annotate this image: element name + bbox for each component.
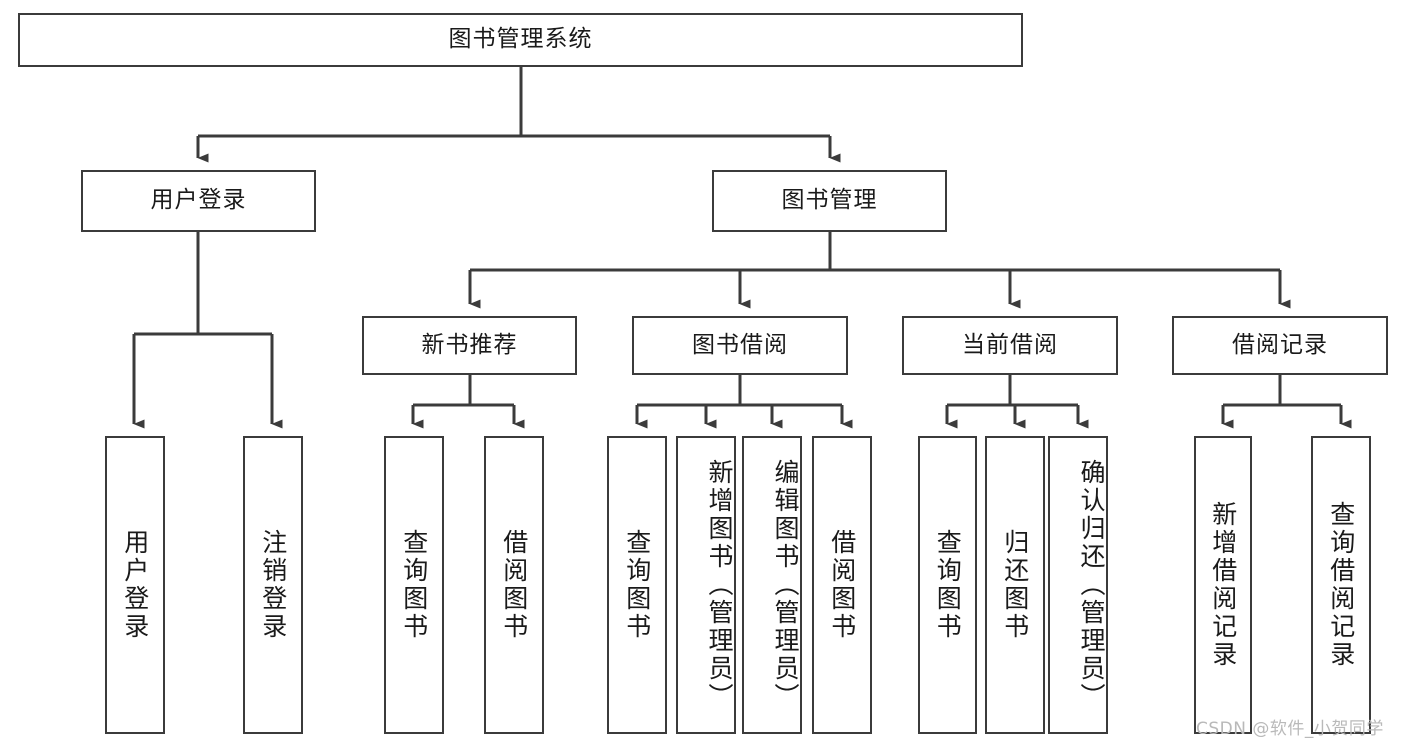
leaf-add-borrow-record[interactable]: 新增借阅记录 (1194, 436, 1252, 734)
node-new-book-recommend[interactable]: 新书推荐 (362, 316, 577, 375)
leaf-borrow-book-recommend[interactable]: 借阅图书 (484, 436, 544, 734)
node-label: 查询图书 (622, 529, 652, 641)
node-label: 借阅记录 (1232, 331, 1328, 358)
leaf-return-book[interactable]: 归还图书 (985, 436, 1045, 734)
leaf-query-borrow-record[interactable]: 查询借阅记录 (1311, 436, 1371, 734)
node-label: 图书管理 (781, 187, 878, 214)
node-label: 用户登录 (120, 529, 150, 641)
node-current-borrow[interactable]: 当前借阅 (902, 316, 1118, 375)
node-label: 借阅图书 (827, 529, 857, 641)
leaf-user-login[interactable]: 用户登录 (105, 436, 165, 734)
leaf-confirm-return-admin[interactable]: 确认归还（管理员） (1048, 436, 1108, 734)
leaf-edit-book-admin[interactable]: 编辑图书（管理员） (742, 436, 802, 734)
node-label: 新增借阅记录 (1208, 501, 1238, 669)
node-label: 查询借阅记录 (1326, 501, 1356, 669)
node-label: 确认归还（管理员） (1077, 459, 1106, 711)
leaf-add-book-admin[interactable]: 新增图书（管理员） (676, 436, 736, 734)
leaf-logout-login[interactable]: 注销登录 (243, 436, 303, 734)
node-label: 新书推荐 (421, 331, 518, 358)
node-label: 图书管理系统 (448, 26, 593, 53)
node-root-system[interactable]: 图书管理系统 (18, 13, 1023, 67)
node-label: 用户登录 (150, 187, 247, 214)
node-label: 查询图书 (933, 529, 963, 641)
node-label: 注销登录 (258, 529, 288, 641)
leaf-query-book-recommend[interactable]: 查询图书 (384, 436, 444, 734)
node-borrow-record[interactable]: 借阅记录 (1172, 316, 1388, 375)
leaf-query-book-borrow[interactable]: 查询图书 (607, 436, 667, 734)
csdn-watermark: CSDN @软件_小贺同学 (1196, 719, 1384, 739)
node-label: 编辑图书（管理员） (771, 459, 800, 711)
node-label: 归还图书 (1000, 529, 1030, 641)
leaf-query-book-current[interactable]: 查询图书 (918, 436, 977, 734)
node-user-login[interactable]: 用户登录 (81, 170, 316, 232)
node-label: 查询图书 (399, 529, 429, 641)
node-book-borrow[interactable]: 图书借阅 (632, 316, 848, 375)
node-label: 新增图书（管理员） (705, 459, 734, 711)
node-label: 图书借阅 (692, 331, 788, 358)
leaf-borrow-book-borrow[interactable]: 借阅图书 (812, 436, 872, 734)
node-label: 当前借阅 (962, 331, 1058, 358)
node-label: 借阅图书 (499, 529, 529, 641)
node-book-manage[interactable]: 图书管理 (712, 170, 947, 232)
